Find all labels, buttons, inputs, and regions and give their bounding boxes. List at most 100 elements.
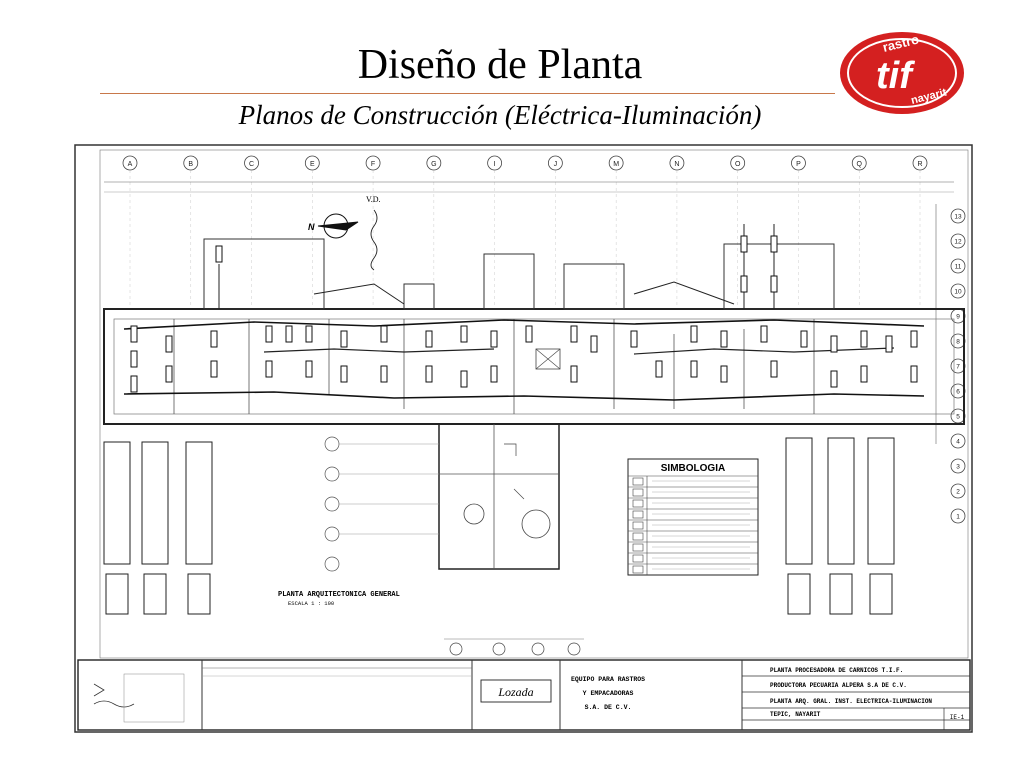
- north-arrow-symbol: [317, 213, 359, 239]
- svg-text:13: 13: [954, 214, 962, 221]
- svg-text:1: 1: [956, 514, 960, 521]
- grid-number-bubble: 11: [950, 258, 966, 274]
- svg-text:E: E: [310, 161, 315, 168]
- svg-text:2: 2: [956, 489, 960, 496]
- grid-number-bubble: 4: [950, 433, 966, 449]
- grid-number-bubble: 3: [950, 458, 966, 474]
- svg-text:P: P: [796, 161, 801, 168]
- grid-letter-bubble: O: [730, 155, 746, 171]
- luminaire-fixture-icon: [770, 235, 778, 253]
- title-row-4: TEPIC, NAYARIT: [770, 711, 821, 718]
- luminaire-fixture-icon: [770, 360, 778, 378]
- svg-text:6: 6: [956, 389, 960, 396]
- luminaire-fixture-icon: [265, 360, 273, 378]
- title-divider: [100, 93, 835, 94]
- luminaire-fixture-icon: [570, 325, 578, 343]
- luminaire-fixture-icon: [340, 330, 348, 348]
- svg-text:5: 5: [956, 414, 960, 421]
- svg-text:8: 8: [956, 339, 960, 346]
- luminaire-fixture-icon: [130, 350, 138, 368]
- grid-number-bubble: 6: [950, 383, 966, 399]
- title-row-2: PRODUCTORA PECUARIA ALPERA S.A DE C.V.: [770, 682, 907, 689]
- grid-number-bubble: 12: [950, 233, 966, 249]
- svg-text:10: 10: [954, 289, 962, 296]
- luminaire-fixture-icon: [910, 330, 918, 348]
- equipment-line-2: Y EMPACADORAS: [583, 690, 634, 697]
- grid-letter-bubble: Q: [851, 155, 867, 171]
- svg-text:Q: Q: [857, 161, 863, 168]
- svg-text:C: C: [249, 161, 254, 168]
- grid-letter-bubble: F: [365, 155, 381, 171]
- svg-text:N: N: [674, 161, 679, 168]
- luminaire-fixture-icon: [570, 365, 578, 383]
- luminaire-fixture-icon: [490, 330, 498, 348]
- luminaire-fixture-icon: [830, 370, 838, 388]
- luminaire-fixture-icon: [490, 365, 498, 383]
- legend-title: SIMBOLOGIA: [661, 463, 725, 474]
- luminaire-fixture-icon: [885, 335, 893, 353]
- luminaire-fixture-icon: [130, 375, 138, 393]
- svg-text:4: 4: [956, 439, 960, 446]
- luminaire-fixture-icon: [340, 365, 348, 383]
- luminaire-fixture-icon: [525, 325, 533, 343]
- title-row-3: PLANTA ARQ. GRAL. INST. ELECTRICA-ILUMIN…: [770, 698, 932, 705]
- luminaire-fixture-icon: [285, 325, 293, 343]
- vd-label: V.D.: [366, 195, 381, 204]
- grid-number-bubble: 1: [950, 508, 966, 524]
- luminaire-fixture-icon: [425, 330, 433, 348]
- rastro-tif-logo: rastro tif nayarit: [840, 31, 964, 114]
- north-label: N: [308, 222, 315, 232]
- luminaire-fixture-icon: [760, 325, 768, 343]
- title-row-1: PLANTA PROCESADORA DE CARNICOS T.I.F.: [770, 667, 903, 674]
- luminaire-fixture-icon: [265, 325, 273, 343]
- luminaire-fixture-icon: [720, 330, 728, 348]
- svg-text:A: A: [128, 161, 133, 168]
- equipment-line-3: S.A. DE C.V.: [585, 704, 632, 711]
- grid-letter-bubble: C: [244, 155, 259, 171]
- designer-logo: Lozada: [497, 685, 533, 699]
- luminaire-fixture-icon: [690, 360, 698, 378]
- svg-text:9: 9: [956, 314, 960, 321]
- grid-letter-bubble: J: [547, 155, 563, 171]
- luminaire-fixture-icon: [830, 335, 838, 353]
- grid-letter-bubble: R: [912, 155, 928, 171]
- luminaire-fixture-icon: [210, 360, 218, 378]
- luminaire-fixture-icon: [130, 325, 138, 343]
- luminaire-fixture-icon: [590, 335, 598, 353]
- grid-number-bubble: 2: [950, 483, 966, 499]
- grid-letter-bubble: G: [426, 155, 442, 171]
- svg-text:R: R: [917, 161, 922, 168]
- luminaire-fixture-icon: [740, 235, 748, 253]
- svg-text:3: 3: [956, 464, 960, 471]
- luminaire-fixture-icon: [910, 365, 918, 383]
- grid-number-bubble: 5: [950, 408, 966, 424]
- grid-number-bubble: 10: [950, 283, 966, 299]
- luminaire-fixture-icon: [210, 330, 218, 348]
- svg-text:12: 12: [954, 239, 962, 246]
- slide-title: Diseño de Planta: [357, 42, 643, 88]
- grid-letter-bubble: N: [669, 155, 685, 171]
- svg-text:F: F: [371, 161, 375, 168]
- luminaire-fixture-icon: [380, 365, 388, 383]
- luminaire-fixture-icon: [380, 325, 388, 343]
- slide-subtitle: Planos de Construcción (Eléctrica-Ilumin…: [238, 100, 762, 130]
- luminaire-fixture-icon: [720, 365, 728, 383]
- svg-text:B: B: [188, 161, 193, 168]
- luminaire-fixture-icon: [305, 325, 313, 343]
- logo-text-main: tif: [876, 55, 915, 97]
- luminaire-fixture-icon: [305, 360, 313, 378]
- svg-text:7: 7: [956, 364, 960, 371]
- grid-letter-bubble: I: [487, 155, 503, 171]
- luminaire-fixture-icon: [860, 365, 868, 383]
- luminaire-fixture-icon: [460, 325, 468, 343]
- grid-number-bubble: 9: [950, 308, 966, 324]
- luminaire-fixture-icon: [770, 275, 778, 293]
- luminaire-fixture-icon: [630, 330, 638, 348]
- luminaire-fixture-icon: [425, 365, 433, 383]
- grid-number-bubble: 7: [950, 358, 966, 374]
- luminaire-fixture-icon: [165, 335, 173, 353]
- luminaire-fixture-icon: [165, 365, 173, 383]
- luminaire-fixture-icon: [215, 245, 223, 263]
